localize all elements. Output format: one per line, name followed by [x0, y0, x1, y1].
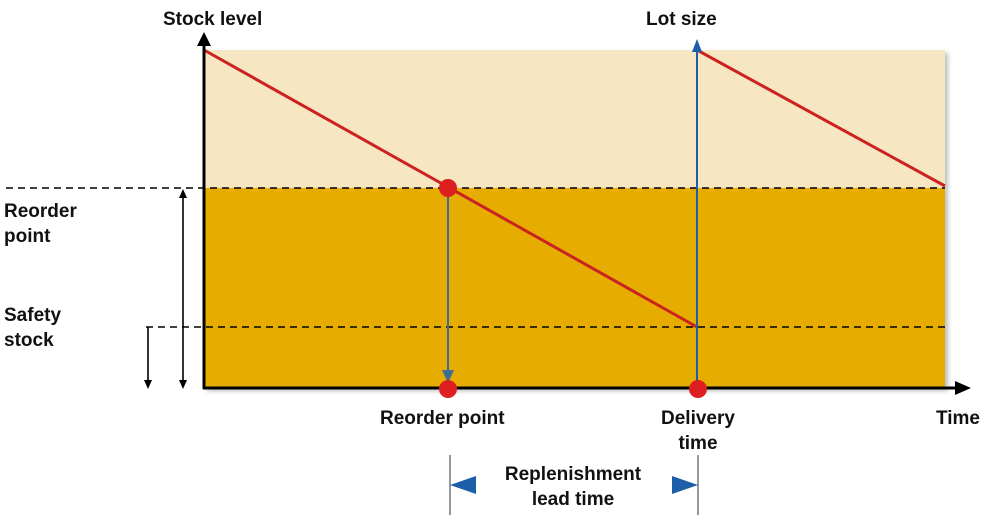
reorder-time-marker: [439, 380, 457, 398]
reorder-stock-zone: [204, 188, 945, 388]
y-axis-label: Stock level: [163, 9, 263, 30]
reorder-signal-arrowhead: [442, 370, 454, 383]
stock-depletion-line-2: [696, 48, 946, 188]
y-axis-arrowhead: [197, 32, 211, 46]
reorder-point-height-arrowhead-top: [179, 189, 187, 198]
x-axis-arrowhead: [955, 381, 971, 395]
lead-time-label: Replenishment lead time: [488, 462, 658, 512]
lead-time-label-line1: Replenishment: [504, 464, 642, 485]
upper-stock-zone: [204, 50, 945, 188]
reorder-point-height-arrowhead-bottom: [179, 380, 187, 389]
safety-stock-label-line1: Safety: [4, 305, 62, 326]
reorder-point-time-label: Reorder point: [380, 408, 505, 429]
triangle-left-icon: [450, 476, 476, 494]
delivery-time-marker: [689, 380, 707, 398]
lot-size-arrowhead: [692, 39, 702, 52]
delivery-time-label-line1: Delivery: [661, 408, 735, 429]
delivery-time-label-line2: time: [678, 433, 718, 454]
lead-time-label-line2: lead time: [531, 489, 615, 510]
x-axis-label: Time: [936, 408, 981, 429]
reorder-point-marker: [439, 179, 457, 197]
reorder-point-level-label-line2: point: [4, 226, 51, 247]
safety-stock-label: Safety stock: [4, 303, 61, 353]
reorder-point-level-label-line1: Reorder: [4, 201, 77, 222]
delivery-time-label: Delivery time: [650, 406, 746, 456]
safety-stock-height-arrowhead-bottom: [144, 380, 152, 389]
lot-size-label: Lot size: [646, 9, 717, 30]
safety-stock-label-line2: stock: [4, 330, 54, 351]
reorder-point-level-label: Reorder point: [4, 199, 77, 249]
triangle-right-icon: [672, 476, 698, 494]
